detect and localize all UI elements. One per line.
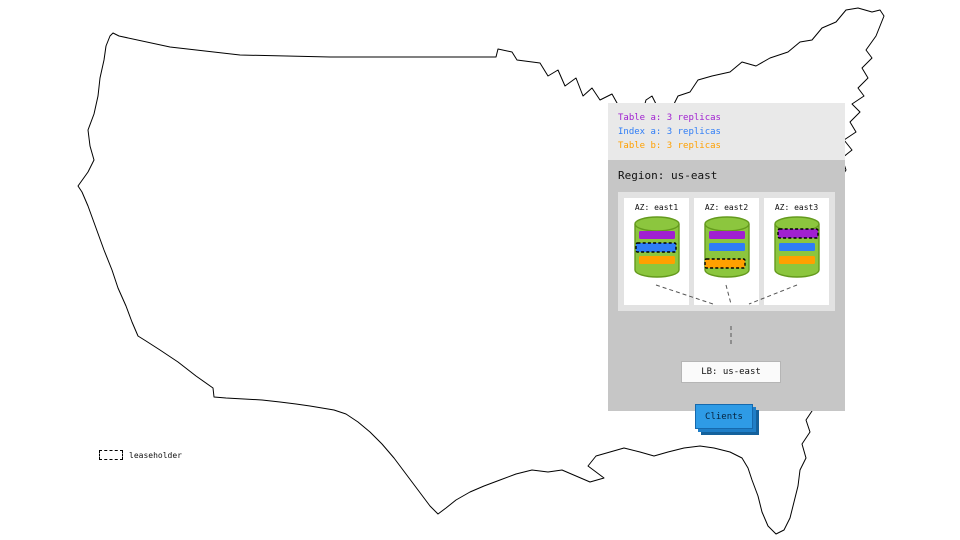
cylinder-top	[703, 216, 750, 232]
region-panel: Region: us-east AZ: east1 AZ: east2	[608, 160, 845, 429]
leaseholder-label: leaseholder	[129, 450, 182, 460]
leaseholder-swatch-icon	[99, 450, 123, 460]
cylinder-top	[633, 216, 680, 232]
replica-band-index-a	[778, 243, 815, 251]
az-east2: AZ: east2	[694, 198, 759, 305]
region-title: Region: us-east	[618, 169, 718, 182]
replica-band-index-a	[708, 243, 745, 251]
replica-band-table-a	[638, 231, 675, 239]
az-east1: AZ: east1	[624, 198, 689, 305]
database-cylinder-east2	[703, 216, 750, 278]
us-border-path	[77, 7, 885, 535]
az-container: AZ: east1 AZ: east2	[618, 192, 835, 311]
replica-legend-panel: Table a: 3 replicas Index a: 3 replicas …	[608, 103, 845, 160]
replica-band-table-a-leaseholder	[776, 228, 819, 239]
database-cylinder-east3	[773, 216, 820, 278]
replica-band-table-a	[708, 231, 745, 239]
az-east3-label: AZ: east3	[774, 203, 819, 212]
legend-table-b: Table b: 3 replicas	[618, 141, 721, 151]
az-east1-label: AZ: east1	[634, 203, 679, 212]
legend-index-a: Index a: 3 replicas	[618, 127, 721, 137]
load-balancer-box: LB: us-east	[681, 361, 781, 383]
clients-box: Clients	[695, 404, 753, 429]
az-east3: AZ: east3	[764, 198, 829, 305]
az-east2-label: AZ: east2	[704, 203, 749, 212]
replica-band-table-b	[778, 256, 815, 264]
replica-band-index-a-leaseholder	[634, 242, 677, 253]
replica-band-table-b	[638, 256, 675, 264]
database-cylinder-east1	[633, 216, 680, 278]
leaseholder-legend: leaseholder	[99, 450, 182, 460]
legend-table-a: Table a: 3 replicas	[618, 113, 721, 123]
replica-band-table-b-leaseholder	[703, 258, 746, 269]
